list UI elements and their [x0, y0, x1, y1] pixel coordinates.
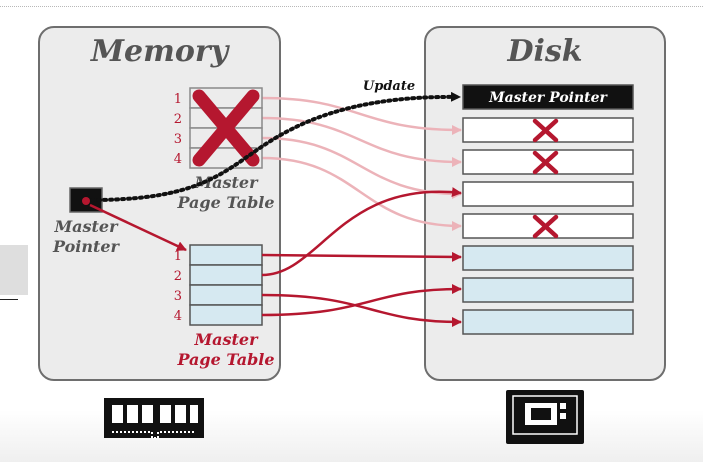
old-table-row-number: 2	[174, 112, 182, 127]
disk-master-pointer-label: Master Pointer	[488, 90, 608, 106]
new-table-row-number: 2	[174, 269, 182, 284]
ssd-drive-icon	[506, 390, 584, 444]
old-table-row-number: 4	[174, 152, 182, 167]
disk-page-3	[462, 181, 634, 207]
master-pointer-label: Pointer	[52, 237, 121, 256]
old-table-pointers	[261, 96, 462, 231]
top-divider	[0, 6, 703, 7]
new-table-row-number: 1	[174, 249, 182, 264]
disk-master-pointer-block	[462, 84, 634, 110]
new-table-row-number: 4	[174, 309, 182, 324]
new-master-page-table: 1 2 3 4 Master Page Table	[174, 244, 275, 369]
old-table-row-number: 1	[174, 92, 182, 107]
old-table-label: Page Table	[176, 193, 274, 212]
update-arrow	[90, 91, 462, 202]
update-label: Update	[363, 79, 415, 94]
side-tab	[0, 245, 28, 295]
disk-freed-marks	[532, 118, 559, 239]
new-table-label: Master	[193, 330, 259, 349]
new-table-label: Page Table	[176, 350, 274, 369]
disk-page-new-2	[462, 277, 634, 303]
old-master-page-table: 1 2 3 4 Master Page Table	[174, 87, 275, 212]
memory-panel: Memory	[38, 26, 281, 381]
side-tick	[0, 299, 18, 300]
memory-title: Memory	[90, 34, 229, 69]
disk-page-new-1	[462, 245, 634, 271]
new-table-row-number: 3	[174, 289, 182, 304]
memory-master-pointer: Master Pointer	[52, 187, 187, 256]
new-table-pointers	[261, 187, 462, 327]
disk-blocks: Master Pointer	[462, 84, 634, 335]
discard-x-icon	[192, 89, 260, 167]
memory-chip-icon	[104, 398, 204, 439]
old-table-row-number: 3	[174, 132, 182, 147]
disk-page-new-4	[462, 309, 634, 335]
master-pointer-label: Master	[53, 217, 119, 236]
disk-title: Disk	[507, 34, 583, 69]
x-mark-icon	[532, 150, 559, 175]
x-mark-icon	[532, 118, 559, 143]
x-mark-icon	[532, 214, 559, 239]
